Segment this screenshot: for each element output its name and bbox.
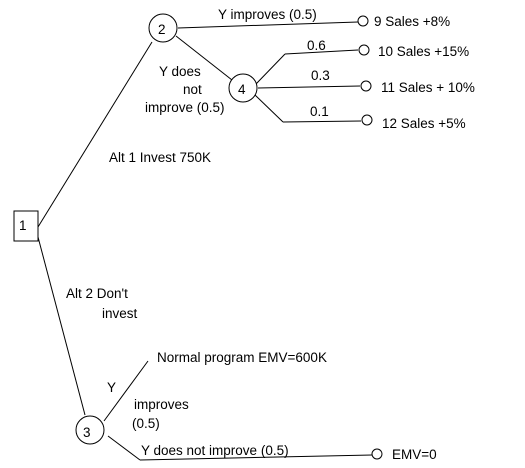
node-3-label: 3 xyxy=(83,425,91,440)
branch-3-to-emv0-horiz xyxy=(139,454,373,461)
chance-node-3 xyxy=(75,415,105,445)
terminal-node-9 xyxy=(357,15,369,27)
edge-label-y-not-line3: improve (0.5) xyxy=(145,100,225,115)
edge-label-y3-line3: (0.5) xyxy=(132,416,160,431)
outcome-normal-program: Normal program EMV=600K xyxy=(157,350,327,365)
branch-1-to-3 xyxy=(37,236,86,416)
prob-label-06: 0.6 xyxy=(307,38,326,53)
edge-label-y-not-line1: Y does xyxy=(159,64,201,79)
branch-3-to-emv0 xyxy=(107,435,141,461)
edge-label-y-improves: Y improves (0.5) xyxy=(218,7,317,22)
terminal-node-12 xyxy=(361,114,373,126)
prob-label-03: 0.3 xyxy=(311,68,330,83)
branch-4-to-10-diag xyxy=(255,53,286,85)
edge-label-alt2-line2: invest xyxy=(102,306,138,321)
terminal-node-10 xyxy=(358,44,370,56)
chance-node-2 xyxy=(148,13,178,43)
outcome-11: 11 Sales + 10% xyxy=(381,80,475,95)
edge-label-y3-not: Y does not improve (0.5) xyxy=(141,443,289,458)
edge-label-y3-line2: improves xyxy=(134,397,189,412)
branch-2-to-4 xyxy=(175,35,233,81)
terminal-node-11 xyxy=(360,80,372,92)
outcome-emv0: EMV=0 xyxy=(392,447,437,462)
prob-label-01: 0.1 xyxy=(310,104,329,119)
branch-4-to-12-horiz xyxy=(282,120,362,123)
outcome-10: 10 Sales +15% xyxy=(378,44,469,59)
outcome-9: 9 Sales +8% xyxy=(374,14,450,29)
edge-label-y-not-line2: not xyxy=(183,82,202,97)
branch-2-to-9 xyxy=(177,21,359,29)
branch-3-to-normal xyxy=(103,360,149,422)
terminal-node-emv0 xyxy=(371,448,383,460)
edge-label-alt1: Alt 1 Invest 750K xyxy=(109,150,211,165)
node-2-label: 2 xyxy=(158,22,166,37)
chance-node-4 xyxy=(228,73,258,103)
branch-4-to-11 xyxy=(257,85,361,89)
edge-label-alt2-line1: Alt 2 Don't xyxy=(66,286,128,301)
branch-4-to-10-horiz xyxy=(284,49,359,55)
edge-label-y3-line1: Y xyxy=(107,380,116,395)
decision-node-1 xyxy=(13,210,39,242)
outcome-12: 12 Sales +5% xyxy=(382,116,466,131)
branch-1-to-2 xyxy=(37,41,153,228)
node-4-label: 4 xyxy=(238,82,246,97)
node-1-label: 1 xyxy=(19,218,27,233)
branch-4-to-12-diag xyxy=(254,94,284,123)
